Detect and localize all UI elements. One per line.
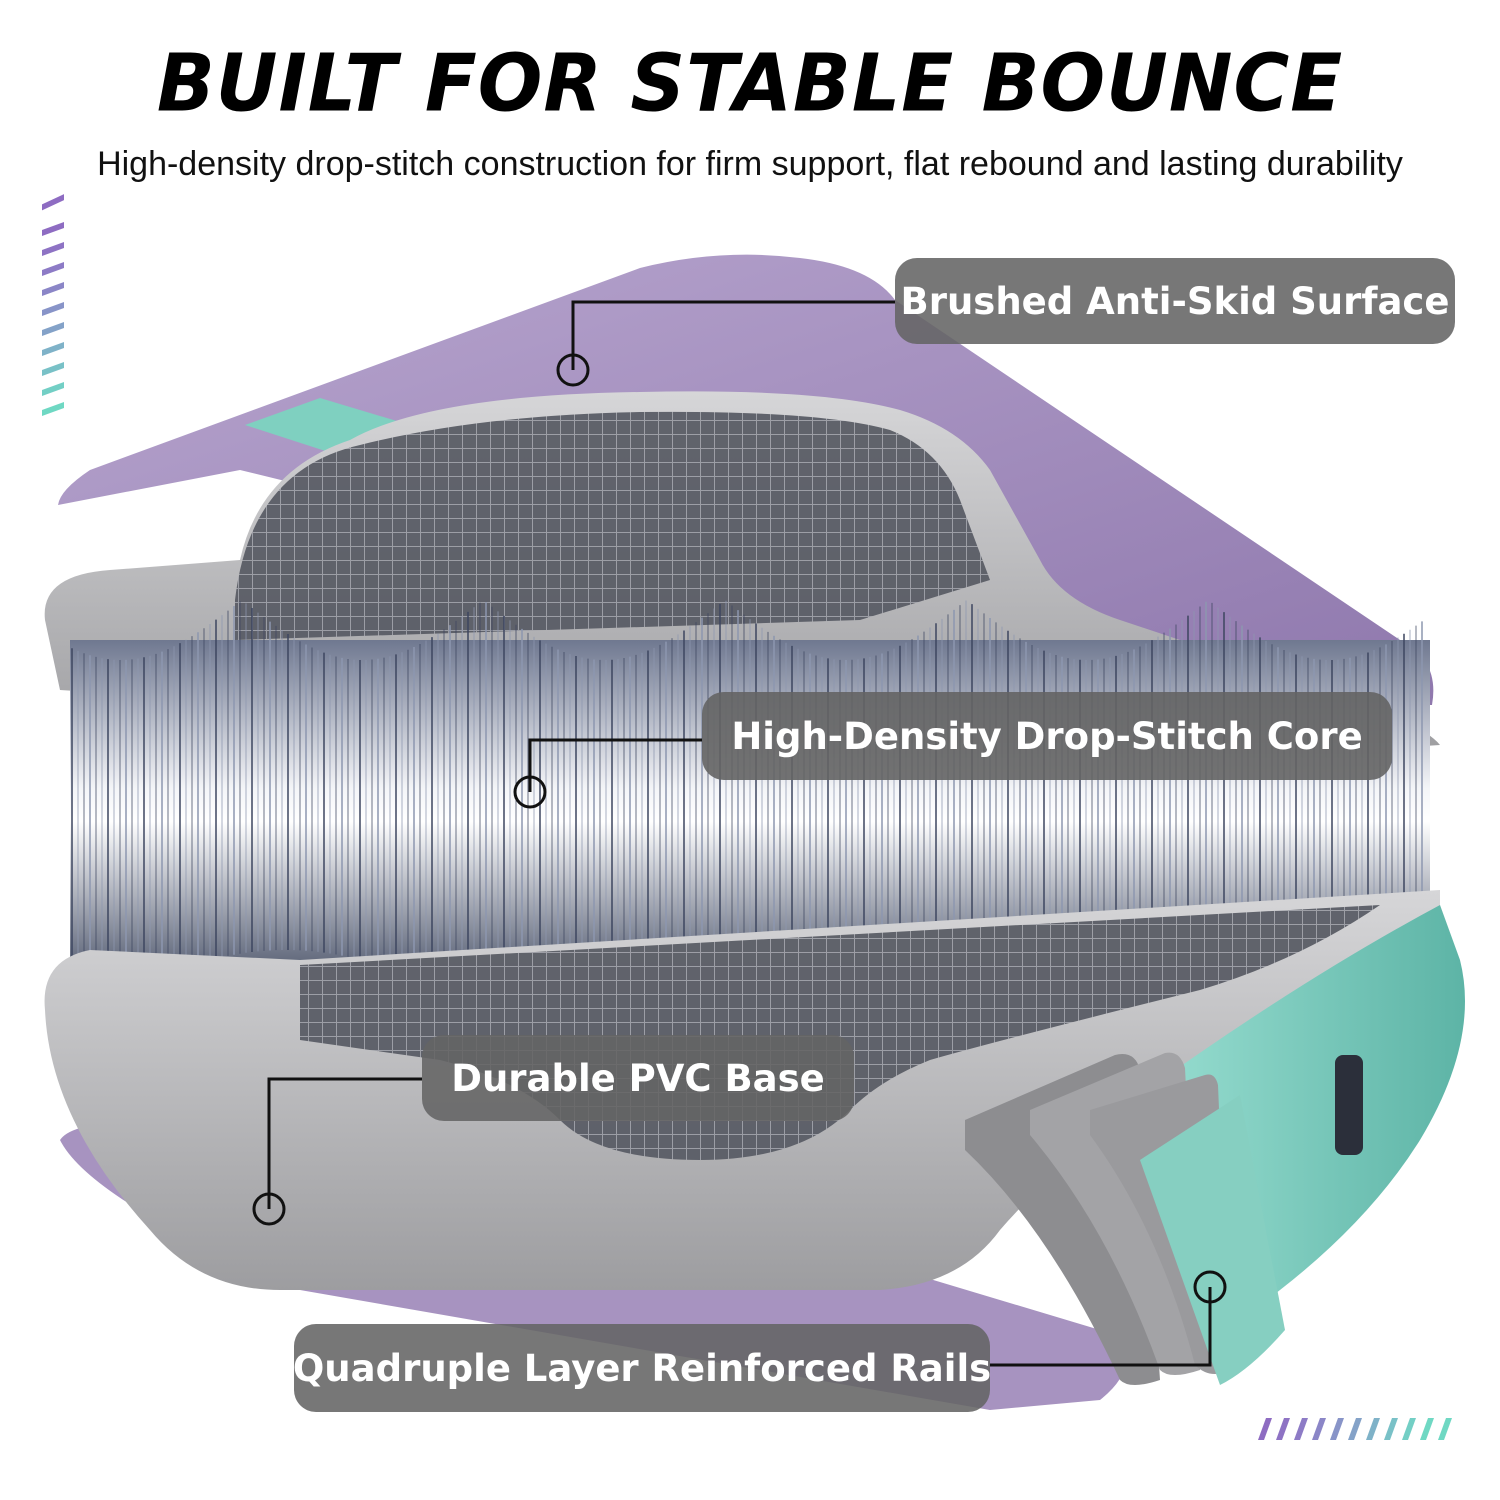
upper-mesh-layer: [235, 411, 990, 640]
stripe: [42, 242, 64, 256]
stripe: [1384, 1418, 1398, 1440]
callout-base: Durable PVC Base: [422, 1035, 854, 1121]
stripe: [42, 322, 64, 336]
callout-core: High-Density Drop-Stitch Core: [702, 692, 1392, 780]
stripe: [42, 382, 64, 396]
leader-line-surface: [556, 300, 895, 387]
stripe: [42, 302, 64, 316]
leader-line-base: [252, 1077, 422, 1226]
stripe: [42, 362, 64, 376]
stripe: [1366, 1418, 1380, 1440]
stripe: [42, 222, 64, 236]
stripe: [1330, 1418, 1344, 1440]
core-threads: [71, 600, 1423, 980]
handle: [1335, 1055, 1363, 1155]
stripe-decoration-left: [42, 194, 64, 211]
stripe: [1348, 1418, 1362, 1440]
stripe: [1312, 1418, 1326, 1440]
callout-rails: Quadruple Layer Reinforced Rails: [293, 1324, 991, 1412]
stripe: [1420, 1418, 1434, 1440]
stripe: [1258, 1418, 1272, 1440]
stripe: [1276, 1418, 1290, 1440]
stripe-decoration-top-left: [42, 222, 64, 416]
stripe: [42, 402, 64, 416]
page-title: BUILT FOR STABLE BOUNCE: [156, 35, 1344, 130]
stripe: [1438, 1418, 1452, 1440]
rail-layers: [965, 1052, 1285, 1385]
stripe: [42, 282, 64, 296]
stripe-decoration-bottom-right: [1258, 1418, 1452, 1440]
stripe: [1294, 1418, 1308, 1440]
leader-line-core: [513, 738, 702, 809]
stripe: [1402, 1418, 1416, 1440]
callout-surface: Brushed Anti-Skid Surface: [895, 258, 1455, 344]
leader-line-rails: [990, 1270, 1227, 1367]
stripe: [42, 262, 64, 276]
stripe: [42, 342, 64, 356]
page-subtitle: High-density drop-stitch construction fo…: [97, 145, 1403, 183]
